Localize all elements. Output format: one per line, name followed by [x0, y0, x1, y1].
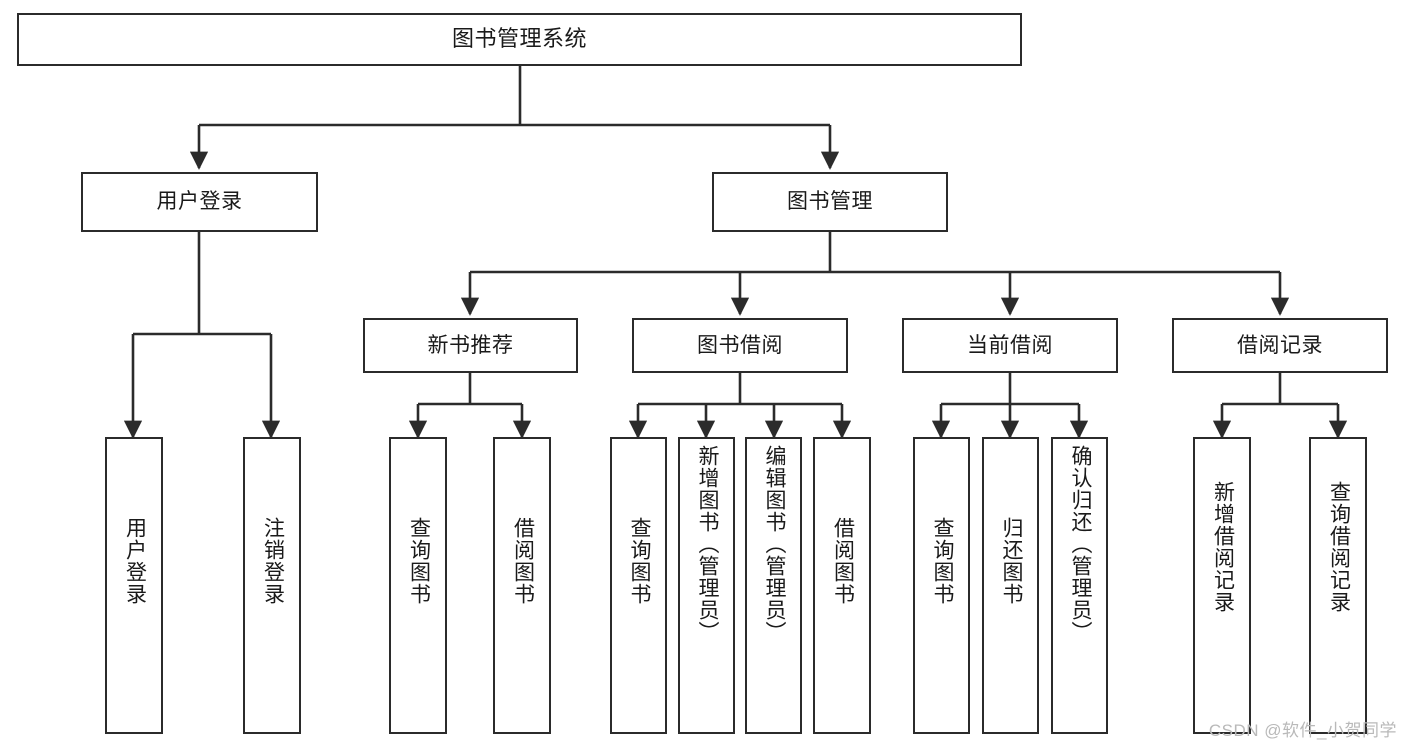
leaf-user-login-logout[interactable]: 注销登录: [243, 437, 301, 734]
node-label: 借阅图书: [511, 517, 535, 605]
leaf-borrow-edit-book-admin[interactable]: 编辑图书（管理员）: [745, 437, 802, 734]
node-label: 查询借阅记录: [1327, 481, 1351, 613]
leaf-current-confirm-return-admin[interactable]: 确认归还（管理员）: [1051, 437, 1108, 734]
watermark-text: CSDN @软件_小贺同学: [1208, 721, 1397, 740]
node-borrow-records[interactable]: 借阅记录: [1172, 318, 1388, 373]
leaf-current-query-book[interactable]: 查询图书: [913, 437, 970, 734]
leaf-new-book-borrow-book[interactable]: 借阅图书: [493, 437, 551, 734]
leaf-records-add-record[interactable]: 新增借阅记录: [1193, 437, 1251, 734]
node-label: 图书管理: [787, 190, 873, 214]
node-label: 新增借阅记录: [1211, 481, 1235, 613]
leaf-borrow-borrow-book[interactable]: 借阅图书: [813, 437, 871, 734]
node-user-login[interactable]: 用户登录: [81, 172, 318, 232]
node-label: 编辑图书（管理员）: [762, 445, 786, 643]
leaf-user-login-login[interactable]: 用户登录: [105, 437, 163, 734]
node-label: 确认归还（管理员）: [1068, 445, 1092, 643]
leaf-borrow-query-book[interactable]: 查询图书: [610, 437, 667, 734]
node-label: 用户登录: [123, 517, 147, 605]
node-label: 借阅图书: [831, 517, 855, 605]
node-label: 新增图书（管理员）: [695, 445, 719, 643]
node-book-borrow[interactable]: 图书借阅: [632, 318, 848, 373]
node-new-book-recommend[interactable]: 新书推荐: [363, 318, 578, 373]
leaf-current-return-book[interactable]: 归还图书: [982, 437, 1039, 734]
leaf-records-query-record[interactable]: 查询借阅记录: [1309, 437, 1367, 734]
node-label: 图书管理系统: [451, 26, 587, 52]
node-label: 当前借阅: [967, 333, 1053, 357]
node-label: 查询图书: [407, 517, 431, 605]
leaf-borrow-add-book-admin[interactable]: 新增图书（管理员）: [678, 437, 735, 734]
node-label: 归还图书: [999, 517, 1023, 605]
node-label: 图书借阅: [697, 333, 783, 357]
node-root-system[interactable]: 图书管理系统: [17, 13, 1022, 66]
node-label: 用户登录: [156, 190, 243, 214]
node-label: 查询图书: [930, 517, 954, 605]
node-label: 借阅记录: [1237, 333, 1323, 357]
node-label: 新书推荐: [427, 333, 514, 357]
leaf-new-book-query-book[interactable]: 查询图书: [389, 437, 447, 734]
node-current-borrow[interactable]: 当前借阅: [902, 318, 1118, 373]
node-label: 查询图书: [627, 517, 651, 605]
node-label: 注销登录: [261, 517, 285, 605]
node-book-management[interactable]: 图书管理: [712, 172, 948, 232]
